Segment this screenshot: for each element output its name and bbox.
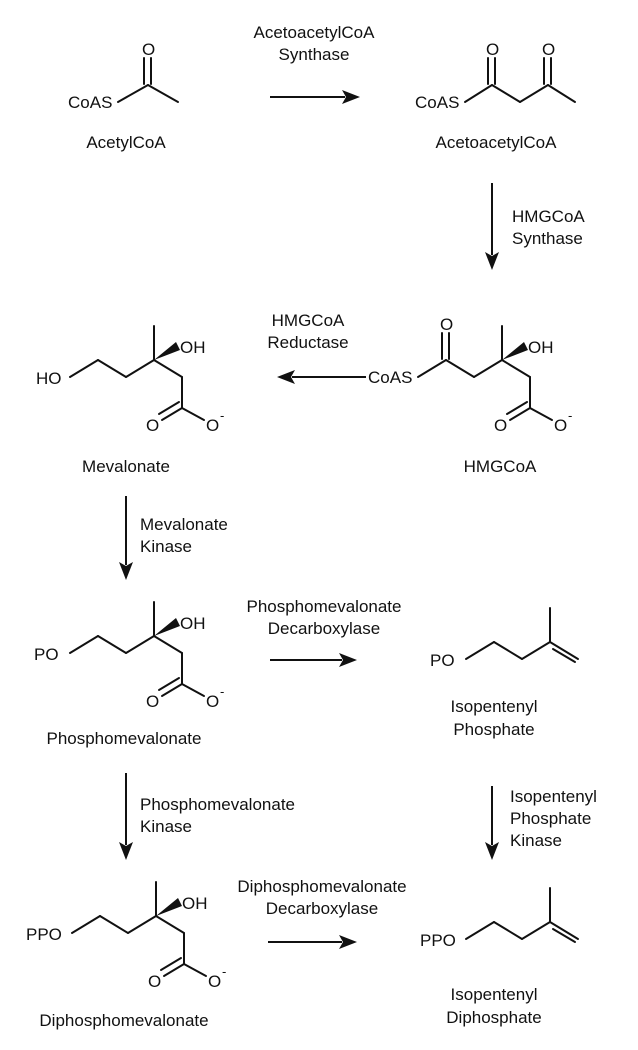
mevalonate-oh-atom: OH bbox=[180, 338, 206, 357]
acetoacetylcoa-coas-atom: CoAS bbox=[415, 93, 459, 112]
arrow-phosphomevalonate-decarboxylase bbox=[270, 653, 357, 667]
mevalonate-ho-atom: HO bbox=[36, 369, 62, 388]
phosphomevalonate-label: Phosphomevalonate bbox=[46, 729, 201, 748]
isopentenyl-diphosphate-ppo-atom: PPO bbox=[420, 931, 456, 950]
phosphomevalonate-carbonyl-o-atom: O bbox=[146, 692, 159, 711]
arrow-isopentenyl-phosphate-kinase bbox=[485, 786, 499, 860]
enzyme-isopentenyl-phosphate-kinase-line3: Kinase bbox=[510, 831, 562, 850]
acetylcoa-o-atom: O bbox=[142, 40, 155, 59]
enzyme-mevalonate-kinase-line2: Kinase bbox=[140, 537, 192, 556]
isopentenyl-diphosphate-structure: PPO bbox=[420, 887, 579, 950]
enzyme-hmgcoa-reductase-line2: Reductase bbox=[267, 333, 348, 352]
isopentenyl-phosphate-structure: PO bbox=[430, 607, 579, 670]
phosphomevalonate-structure: PO OH O O - bbox=[34, 601, 224, 711]
diphosphomevalonate-ppo-atom: PPO bbox=[26, 925, 62, 944]
phosphomevalonate-carboxylate-o-atom: O bbox=[206, 692, 219, 711]
isopentenyl-phosphate-po-atom: PO bbox=[430, 651, 455, 670]
diphosphomevalonate-oh-atom: OH bbox=[182, 894, 208, 913]
hmgcoa-oh-atom: OH bbox=[528, 338, 554, 357]
acetylcoa-structure: CoAS O bbox=[68, 40, 179, 112]
acetoacetylcoa-o2-atom: O bbox=[542, 40, 555, 59]
isopentenyl-phosphate-label-line1: Isopentenyl bbox=[451, 697, 538, 716]
diphosphomevalonate-structure: PPO OH O O - bbox=[26, 881, 226, 991]
acetoacetylcoa-o1-atom: O bbox=[486, 40, 499, 59]
hmgcoa-structure: CoAS O OH O O - bbox=[368, 315, 572, 435]
mevalonate-label: Mevalonate bbox=[82, 457, 170, 476]
phosphomevalonate-oh-atom: OH bbox=[180, 614, 206, 633]
enzyme-phosphomevalonate-kinase-line1: Phosphomevalonate bbox=[140, 795, 295, 814]
arrow-phosphomevalonate-kinase bbox=[119, 773, 133, 860]
diphosphomevalonate-carbonyl-o-atom: O bbox=[148, 972, 161, 991]
hmgcoa-carbonyl-o-atom: O bbox=[494, 416, 507, 435]
diphosphomevalonate-charge: - bbox=[222, 964, 226, 979]
diphosphomevalonate-label: Diphosphomevalonate bbox=[39, 1011, 208, 1030]
acetoacetylcoa-label: AcetoacetylCoA bbox=[436, 133, 558, 152]
acetoacetylcoa-structure: CoAS O O bbox=[415, 40, 576, 112]
mevalonate-carboxylate-o-atom: O bbox=[206, 416, 219, 435]
enzyme-diphosphomevalonate-decarboxylase-line1: Diphosphomevalonate bbox=[237, 877, 406, 896]
hmgcoa-charge: - bbox=[568, 408, 572, 423]
enzyme-isopentenyl-phosphate-kinase-line2: Phosphate bbox=[510, 809, 591, 828]
isopentenyl-diphosphate-label-line1: Isopentenyl bbox=[451, 985, 538, 1004]
isopentenyl-phosphate-label-line2: Phosphate bbox=[453, 720, 534, 739]
enzyme-diphosphomevalonate-decarboxylase-line2: Decarboxylase bbox=[266, 899, 378, 918]
mevalonate-structure: HO OH O O - bbox=[36, 325, 224, 435]
acetylcoa-coas-atom: CoAS bbox=[68, 93, 112, 112]
diphosphomevalonate-carboxylate-o-atom: O bbox=[208, 972, 221, 991]
enzyme-hmgcoa-synthase-line2: Synthase bbox=[512, 229, 583, 248]
mevalonate-charge: - bbox=[220, 408, 224, 423]
enzyme-hmgcoa-synthase-line1: HMGCoA bbox=[512, 207, 585, 226]
enzyme-phosphomevalonate-decarboxylase-line1: Phosphomevalonate bbox=[246, 597, 401, 616]
phosphomevalonate-po-atom: PO bbox=[34, 645, 59, 664]
enzyme-acetoacetylcoa-synthase-line2: Synthase bbox=[279, 45, 350, 64]
enzyme-mevalonate-kinase-line1: Mevalonate bbox=[140, 515, 228, 534]
enzyme-isopentenyl-phosphate-kinase-line1: Isopentenyl bbox=[510, 787, 597, 806]
phosphomevalonate-charge: - bbox=[220, 684, 224, 699]
arrow-hmgcoa-synthase bbox=[485, 183, 499, 270]
hmgcoa-label: HMGCoA bbox=[464, 457, 537, 476]
enzyme-acetoacetylcoa-synthase-line1: AcetoacetylCoA bbox=[254, 23, 376, 42]
hmgcoa-coas-atom: CoAS bbox=[368, 368, 412, 387]
enzyme-phosphomevalonate-decarboxylase-line2: Decarboxylase bbox=[268, 619, 380, 638]
enzyme-hmgcoa-reductase-line1: HMGCoA bbox=[272, 311, 345, 330]
hmgcoa-ketone-o-atom: O bbox=[440, 315, 453, 334]
acetylcoa-label: AcetylCoA bbox=[86, 133, 166, 152]
arrow-mevalonate-kinase bbox=[119, 496, 133, 580]
hmgcoa-carboxylate-o-atom: O bbox=[554, 416, 567, 435]
enzyme-phosphomevalonate-kinase-line2: Kinase bbox=[140, 817, 192, 836]
arrow-diphosphomevalonate-decarboxylase bbox=[268, 935, 357, 949]
isopentenyl-diphosphate-label-line2: Diphosphate bbox=[446, 1008, 541, 1027]
arrow-acetoacetylcoa-synthase bbox=[270, 90, 360, 104]
mevalonate-carbonyl-o-atom: O bbox=[146, 416, 159, 435]
arrow-hmgcoa-reductase bbox=[277, 370, 366, 384]
